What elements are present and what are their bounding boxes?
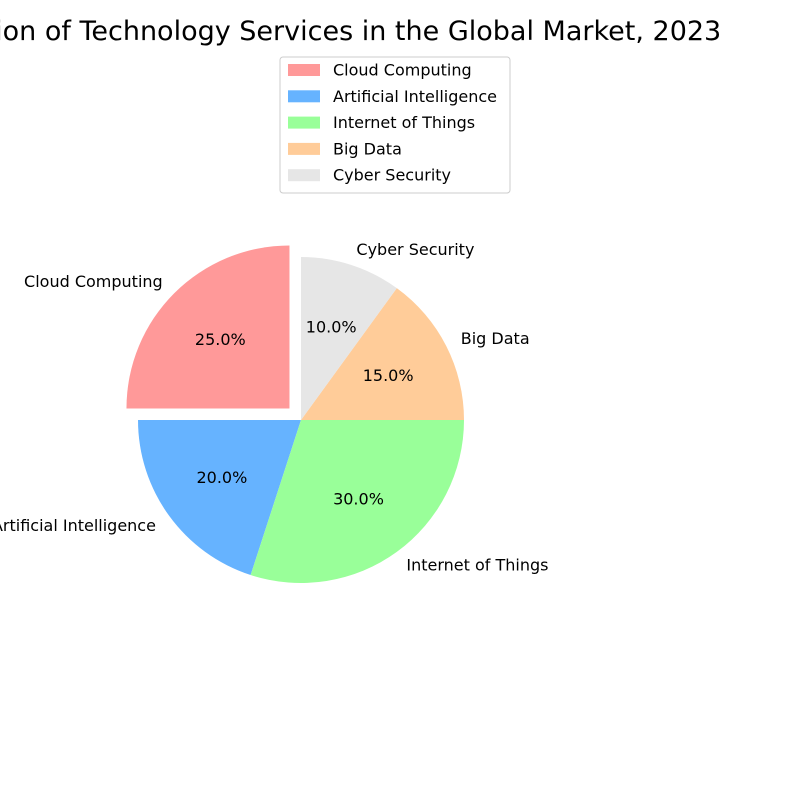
legend-swatch-internet-of-things (288, 116, 320, 129)
legend-label-big-data: Big Data (333, 139, 402, 158)
slice-label-internet-of-things: Internet of Things (406, 556, 548, 575)
pie-slice-artificial-intelligence (138, 420, 301, 576)
legend-label-internet-of-things: Internet of Things (333, 113, 475, 132)
slice-label-cyber-security: Cyber Security (356, 240, 474, 259)
slice-label-big-data: Big Data (461, 329, 530, 348)
pct-label-big-data: 15.0% (363, 366, 414, 385)
pie-slice-cloud-computing (126, 245, 290, 409)
legend-label-artificial-intelligence: Artificial Intelligence (333, 87, 497, 106)
legend-swatch-cyber-security (288, 169, 320, 182)
pct-label-cloud-computing: 25.0% (195, 330, 246, 349)
legend-label-cloud-computing: Cloud Computing (333, 61, 472, 80)
pct-label-cyber-security: 10.0% (306, 317, 357, 336)
legend-swatch-big-data (288, 142, 320, 155)
pie-slice-big-data (301, 288, 464, 420)
chart-title: Distribution of Technology Services in t… (0, 16, 721, 47)
pie-slice-cyber-security (301, 257, 397, 420)
pie-labels: Cloud Computing 25.0% Artificial Intellige… (0, 240, 549, 575)
pie-slices (126, 245, 464, 584)
legend-label-cyber-security: Cyber Security (333, 166, 451, 185)
legend-frame (279, 56, 511, 194)
legend-swatch-artificial-intelligence (288, 90, 320, 103)
pct-label-artificial-intelligence: 20.0% (196, 468, 247, 487)
pie-slice-internet-of-things (250, 420, 464, 584)
slice-label-artificial-intelligence: Artificial Intelligence (0, 516, 156, 535)
legend-swatch-cloud-computing (288, 64, 320, 76)
pct-label-internet-of-things: 30.0% (333, 490, 384, 509)
slice-label-cloud-computing: Cloud Computing (24, 272, 163, 291)
